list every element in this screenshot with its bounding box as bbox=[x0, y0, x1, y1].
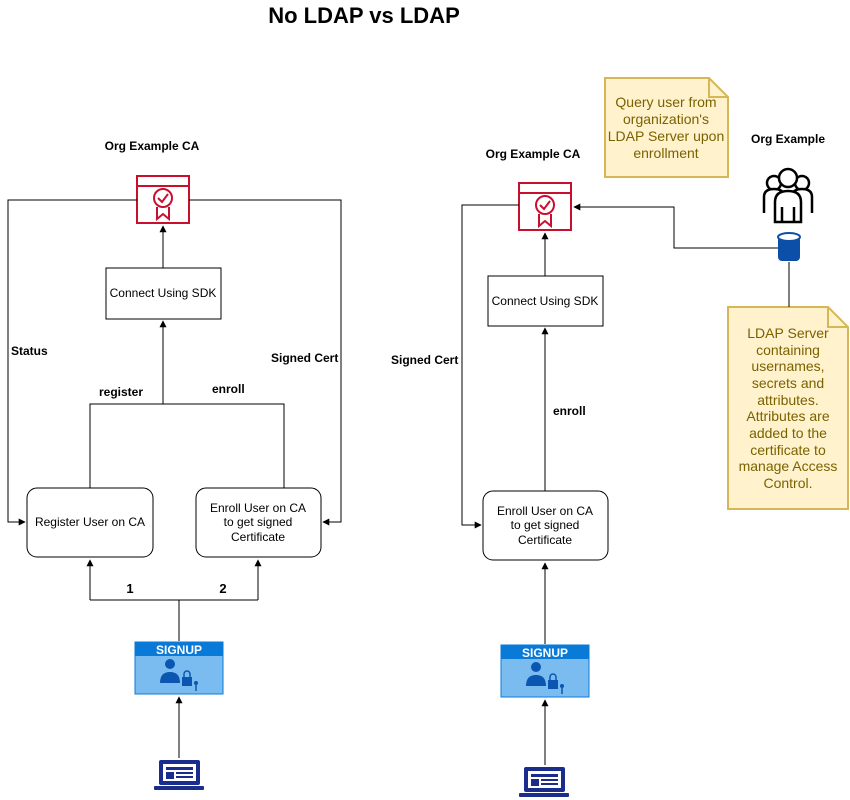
ldap-note-line-5: attributes. bbox=[757, 392, 818, 408]
right-sdk-label: Connect Using SDK bbox=[492, 294, 599, 308]
right-enroll-label: enroll bbox=[553, 404, 586, 418]
query-note-line-2: organization's bbox=[623, 111, 709, 127]
ldap-note-line-6: Attributes are bbox=[746, 408, 829, 424]
ldap-note-line-4: secrets and bbox=[752, 375, 824, 391]
query-note-line-4: enrollment bbox=[633, 145, 698, 161]
left-laptop-icon bbox=[154, 760, 204, 790]
ldap-note-line-9: manage Access bbox=[739, 458, 838, 474]
right-enroll-line-3: Certificate bbox=[518, 533, 572, 547]
ldap-note-line-1: LDAP Server bbox=[747, 325, 829, 341]
right-connectors bbox=[461, 203, 790, 765]
left-sdk-box bbox=[105, 267, 222, 320]
left-ca-label: Org Example CA bbox=[105, 139, 200, 153]
query-note-line-3: LDAP Server upon bbox=[608, 128, 724, 144]
right-signup-label: SIGNUP bbox=[522, 646, 568, 660]
left-enroll-label: enroll bbox=[212, 382, 245, 396]
right-ca-label: Org Example CA bbox=[486, 147, 581, 161]
query-user-note: Query user from organization's LDAP Serv… bbox=[604, 77, 729, 178]
left-enroll-user-box bbox=[195, 487, 322, 558]
left-signup-label: SIGNUP bbox=[156, 643, 202, 657]
left-connectors bbox=[7, 199, 342, 758]
ldap-note-line-7: added to the bbox=[749, 425, 827, 441]
step-1-label: 1 bbox=[126, 581, 133, 596]
right-laptop-icon bbox=[519, 767, 569, 797]
step-2-label: 2 bbox=[219, 581, 226, 596]
register-label: register bbox=[99, 385, 143, 399]
right-signed-cert-label: Signed Cert bbox=[391, 353, 458, 367]
left-signup-icon: SIGNUP bbox=[134, 641, 224, 695]
ldap-note-line-2: containing bbox=[756, 342, 820, 358]
query-note-line-1: Query user from bbox=[615, 94, 716, 110]
left-enroll-line-2: to get signed bbox=[224, 515, 293, 529]
org-example-label: Org Example bbox=[751, 132, 825, 146]
certificate-authority-icon bbox=[136, 175, 190, 224]
ldap-note-line-10: Control. bbox=[763, 475, 812, 491]
ldap-database-icon bbox=[777, 232, 801, 261]
ldap-server-note: LDAP Server containing usernames, secret… bbox=[727, 306, 849, 510]
ldap-note-line-8: certificate to bbox=[750, 442, 826, 458]
right-signup-icon: SIGNUP bbox=[500, 644, 590, 698]
status-label: Status bbox=[11, 344, 48, 358]
left-signed-cert-label: Signed Cert bbox=[271, 351, 338, 365]
ldap-note-line-3: usernames, bbox=[751, 358, 824, 374]
left-enroll-line-3: Certificate bbox=[231, 530, 285, 544]
right-enroll-line-1: Enroll User on CA bbox=[497, 504, 593, 518]
right-diagram: Org Example CA Org Example Query user fr… bbox=[391, 77, 849, 797]
right-sdk-box bbox=[487, 275, 604, 327]
left-diagram: Org Example CA Connect Using SDK Registe… bbox=[7, 139, 342, 790]
register-user-label: Register User on CA bbox=[35, 515, 145, 529]
users-group-icon bbox=[762, 167, 814, 224]
right-enroll-line-2: to get signed bbox=[511, 518, 580, 532]
left-sdk-label: Connect Using SDK bbox=[110, 286, 217, 300]
left-enroll-line-1: Enroll User on CA bbox=[210, 501, 306, 515]
right-certificate-authority-icon bbox=[518, 182, 572, 231]
page-title: No LDAP vs LDAP bbox=[268, 3, 460, 28]
